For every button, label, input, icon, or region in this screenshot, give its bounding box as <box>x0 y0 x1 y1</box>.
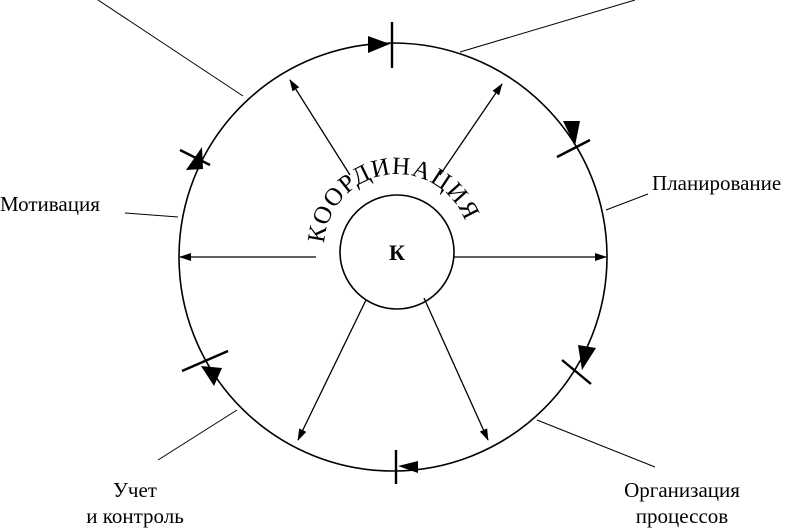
center-label: К <box>389 240 405 265</box>
radial-arrow-up-left <box>289 79 351 176</box>
tick-upper-right <box>556 138 591 159</box>
coordination-label: КООРДИНАЦИЯ <box>303 153 485 245</box>
coordination-label-path: КООРДИНАЦИЯ <box>303 153 484 245</box>
label-planning: Планирование <box>652 171 781 195</box>
radial-arrow-down-left <box>297 299 367 441</box>
cycle-arrow-bottom <box>398 461 418 473</box>
label-accounting-line1: Учет <box>113 478 157 502</box>
center-circle <box>339 194 455 310</box>
tick-lower-left <box>181 349 229 373</box>
leader-organization <box>536 419 656 468</box>
cycle-arrow-top <box>368 36 390 53</box>
leader-top-right <box>459 0 636 53</box>
leader-planning <box>605 193 649 211</box>
cycle-arrow-lower-left <box>201 366 222 386</box>
label-organization-line1: Организация <box>624 478 740 502</box>
tick-lower-right <box>561 359 592 385</box>
label-motivation: Мотивация <box>0 192 100 216</box>
stage-ticks <box>179 22 592 484</box>
leader-lines <box>97 0 656 468</box>
leader-top-left <box>97 0 244 97</box>
tick-upper-left <box>179 148 211 167</box>
label-accounting-line2: и контроль <box>86 504 184 528</box>
label-organization-line2: процессов <box>636 504 728 528</box>
leader-motivation <box>124 212 179 218</box>
radial-arrows <box>179 79 607 441</box>
cycle-arrow-upper-right <box>563 121 580 146</box>
cycle-direction-arrows <box>186 36 596 473</box>
radial-arrow-down-right <box>423 297 489 441</box>
cycle-arrow-lower-right <box>578 345 596 370</box>
radial-arrow-up-right <box>439 83 503 176</box>
leader-accounting <box>157 409 238 461</box>
